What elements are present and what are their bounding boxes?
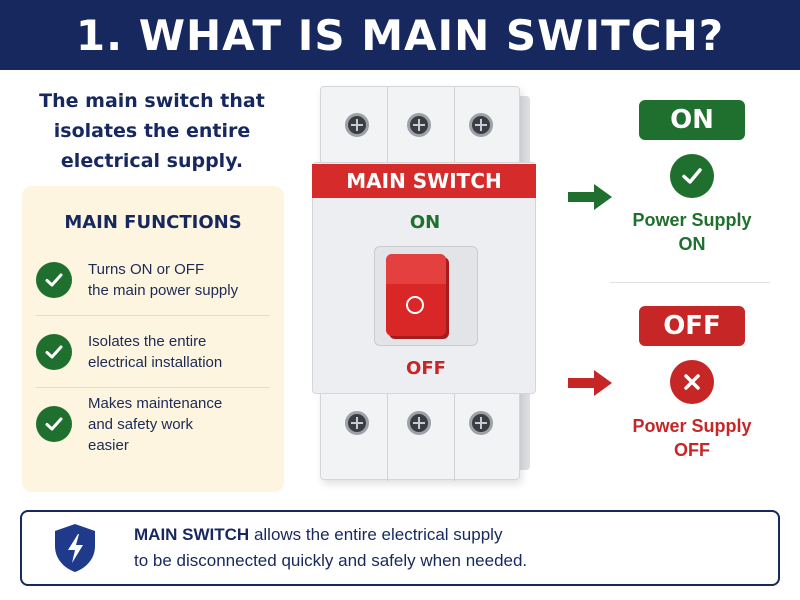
terminal-screw-icon <box>469 113 493 137</box>
function-text: Turns ON or OFF the main power supply <box>88 259 238 301</box>
main-functions-panel: MAIN FUNCTIONS Turns ON or OFF the main … <box>22 186 284 492</box>
main-switch-illustration: MAIN SWITCH ON OFF <box>312 86 536 486</box>
shield-lightning-icon <box>55 524 95 572</box>
check-icon <box>36 261 72 298</box>
intro-text: The main switch that isolates the entire… <box>18 86 286 176</box>
x-icon <box>670 360 714 404</box>
power-off-text: Power Supply OFF <box>612 414 772 462</box>
header-banner: 1. WHAT IS MAIN SWITCH? <box>0 0 800 70</box>
power-off-line: OFF <box>674 440 710 460</box>
off-badge: OFF <box>639 306 745 346</box>
power-off-state: OFF Power Supply OFF <box>612 306 772 462</box>
terminal-screw-icon <box>345 411 369 435</box>
function-text: Makes maintenance and safety work easier <box>88 393 222 456</box>
function-item: Isolates the entire electrical installat… <box>36 316 270 388</box>
summary-line: MAIN SWITCH allows the entire electrical… <box>134 522 527 548</box>
toggle-ring-icon <box>406 296 424 314</box>
function-line: and safety work <box>88 415 194 433</box>
state-divider <box>610 282 770 283</box>
intro-line: The main switch that <box>39 90 265 112</box>
summary-strong: MAIN SWITCH <box>134 525 250 544</box>
check-icon <box>36 333 72 370</box>
function-line: easier <box>88 436 129 454</box>
function-line: the main power supply <box>88 281 239 299</box>
power-on-text: Power Supply ON <box>612 208 772 256</box>
breaker-off-label: OFF <box>406 358 446 379</box>
function-line: electrical installation <box>88 353 223 371</box>
page-title: 1. WHAT IS MAIN SWITCH? <box>75 10 725 60</box>
terminal-screw-icon <box>407 411 431 435</box>
power-on-line: Power Supply <box>632 210 752 230</box>
arrow-right-icon <box>568 368 614 398</box>
summary-line-rest: allows the entire electrical supply <box>249 525 503 544</box>
main-switch-label-text: MAIN SWITCH <box>346 169 502 193</box>
power-on-state: ON Power Supply ON <box>612 100 772 256</box>
terminal-screw-icon <box>407 113 431 137</box>
function-text: Isolates the entire electrical installat… <box>88 331 222 373</box>
function-line: Makes maintenance <box>88 394 223 412</box>
on-badge: ON <box>639 100 745 140</box>
terminal-screw-icon <box>345 113 369 137</box>
power-on-line: ON <box>678 234 706 254</box>
function-line: Turns ON or OFF <box>88 260 205 278</box>
breaker-on-label: ON <box>409 212 441 233</box>
function-item: Turns ON or OFF the main power supply <box>36 244 270 316</box>
check-icon <box>36 406 72 442</box>
intro-line: isolates the entire <box>53 120 251 142</box>
arrow-right-icon <box>568 182 614 212</box>
intro-line: electrical supply. <box>60 150 244 172</box>
power-off-line: Power Supply <box>632 416 752 436</box>
check-icon <box>670 154 714 198</box>
summary-line: to be disconnected quickly and safely wh… <box>134 551 528 570</box>
function-item: Makes maintenance and safety work easier <box>36 388 270 460</box>
terminal-screw-icon <box>469 411 493 435</box>
summary-text: MAIN SWITCH allows the entire electrical… <box>134 522 527 574</box>
functions-title: MAIN FUNCTIONS <box>64 212 242 233</box>
summary-note: MAIN SWITCH allows the entire electrical… <box>20 510 780 586</box>
function-line: Isolates the entire <box>88 332 207 350</box>
main-switch-label: MAIN SWITCH <box>312 164 536 198</box>
toggle-lever[interactable] <box>386 254 446 336</box>
